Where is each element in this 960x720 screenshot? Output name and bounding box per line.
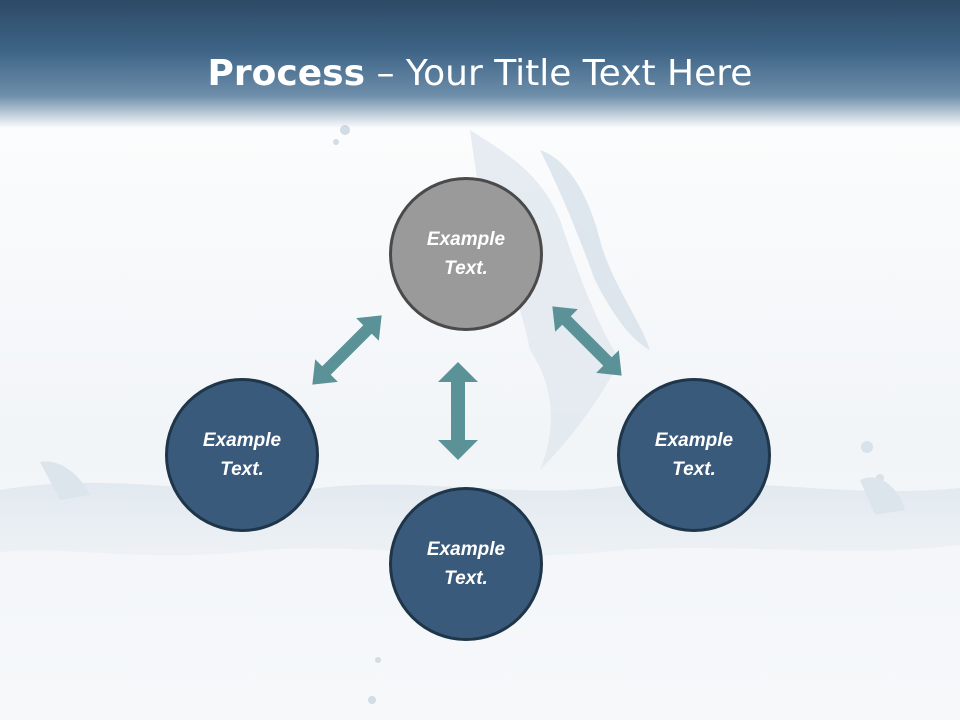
title-banner <box>0 0 960 128</box>
process-node-left: Example Text. <box>165 378 319 532</box>
node-right-line2: Text. <box>672 459 716 480</box>
node-top-line1: Example <box>426 229 506 250</box>
node-top-line2: Text. <box>444 258 488 279</box>
title-rest: – Your Title Text Here <box>365 53 753 94</box>
double-arrow-vertical <box>438 362 478 460</box>
double-arrow-top-left <box>312 315 382 385</box>
node-left-line1: Example <box>202 430 282 451</box>
node-bottom-line2: Text. <box>444 568 488 589</box>
node-bottom-line1: Example <box>426 539 506 560</box>
process-node-right: Example Text. <box>617 378 771 532</box>
double-arrow-top-right <box>552 306 622 376</box>
slide-title: Process – Your Title Text Here <box>0 50 960 98</box>
node-right-line1: Example <box>654 430 734 451</box>
process-node-bottom: Example Text. <box>389 487 543 641</box>
process-node-top: Example Text. <box>389 177 543 331</box>
title-bold: Process <box>207 53 366 94</box>
node-left-line2: Text. <box>220 459 264 480</box>
